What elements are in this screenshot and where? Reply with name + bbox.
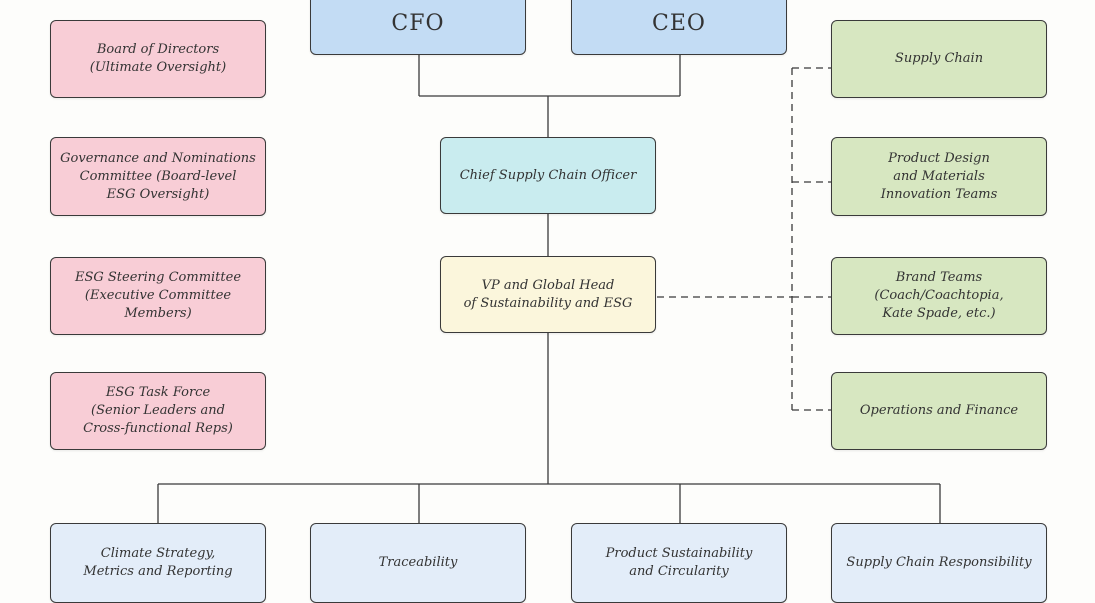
cfo-box: CFO: [310, 0, 526, 55]
esg-steering-committee-label: ESG Steering Committee (Executive Commit…: [74, 270, 242, 321]
esg-steering-committee-box: ESG Steering Committee (Executive Commit…: [50, 257, 266, 335]
product-sustainability-label: Product Sustainability and Circularity: [605, 546, 753, 579]
supply-chain-responsibility-label: Supply Chain Responsibility: [846, 555, 1032, 570]
esg-task-force-label: ESG Task Force (Senior Leaders and Cross…: [83, 385, 233, 436]
climate-strategy-label: Climate Strategy, Metrics and Reporting: [83, 546, 233, 579]
cfo-label: CFO: [391, 10, 445, 36]
traceability-box: Traceability: [310, 523, 526, 603]
operations-finance-label: Operations and Finance: [859, 403, 1019, 418]
supply-chain-box: Supply Chain: [831, 20, 1047, 98]
operations-finance-box: Operations and Finance: [831, 372, 1047, 450]
product-sustainability-box: Product Sustainability and Circularity: [571, 523, 787, 603]
brand-teams-label: Brand Teams (Coach/Coachtopia, Kate Spad…: [874, 270, 1004, 321]
governance-committee-label: Governance and Nominations Committee (Bo…: [60, 150, 256, 202]
esg-task-force-box: ESG Task Force (Senior Leaders and Cross…: [50, 372, 266, 450]
ceo-box: CEO: [571, 0, 787, 55]
brand-teams-box: Brand Teams (Coach/Coachtopia, Kate Spad…: [831, 257, 1047, 335]
chief-supply-chain-officer-box: Chief Supply Chain Officer: [440, 137, 656, 214]
traceability-label: Traceability: [378, 555, 458, 570]
supply-chain-responsibility-box: Supply Chain Responsibility: [831, 523, 1047, 603]
board-of-directors-label: Board of Directors (Ultimate Oversight): [89, 42, 227, 75]
vp-sustainability-label: VP and Global Head of Sustainability and…: [463, 277, 633, 311]
climate-strategy-box: Climate Strategy, Metrics and Reporting: [50, 523, 266, 603]
vp-sustainability-box: VP and Global Head of Sustainability and…: [440, 256, 656, 333]
supply-chain-label: Supply Chain: [894, 51, 984, 66]
ceo-label: CEO: [652, 10, 706, 36]
product-design-label: Product Design and Materials Innovation …: [880, 150, 998, 202]
governance-committee-box: Governance and Nominations Committee (Bo…: [50, 137, 266, 216]
product-design-box: Product Design and Materials Innovation …: [831, 137, 1047, 216]
chief-supply-chain-officer-label: Chief Supply Chain Officer: [459, 167, 637, 183]
board-of-directors-box: Board of Directors (Ultimate Oversight): [50, 20, 266, 98]
